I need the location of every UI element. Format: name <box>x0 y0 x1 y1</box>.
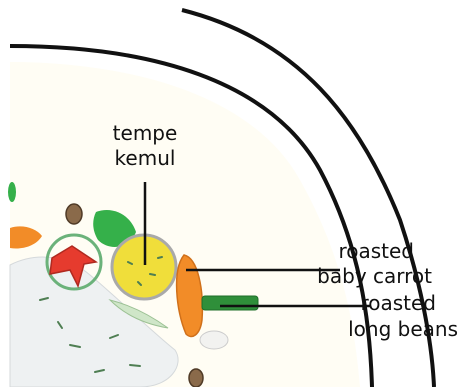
tempe-label-line2: kemul <box>115 146 176 170</box>
peanut <box>66 204 82 224</box>
beans-label-line1: roasted <box>360 291 436 315</box>
carrot-label-line1: roasted <box>338 239 414 263</box>
beans-label-line2: long beans <box>348 317 458 341</box>
garnish-leaf-small <box>8 182 16 202</box>
garnish-crumb <box>200 331 228 349</box>
carrot-label-line2: baby carrot <box>317 264 432 288</box>
peanut-bottom <box>189 369 203 387</box>
long-beans <box>202 296 258 310</box>
tempe-label-line1: tempe <box>113 121 178 145</box>
